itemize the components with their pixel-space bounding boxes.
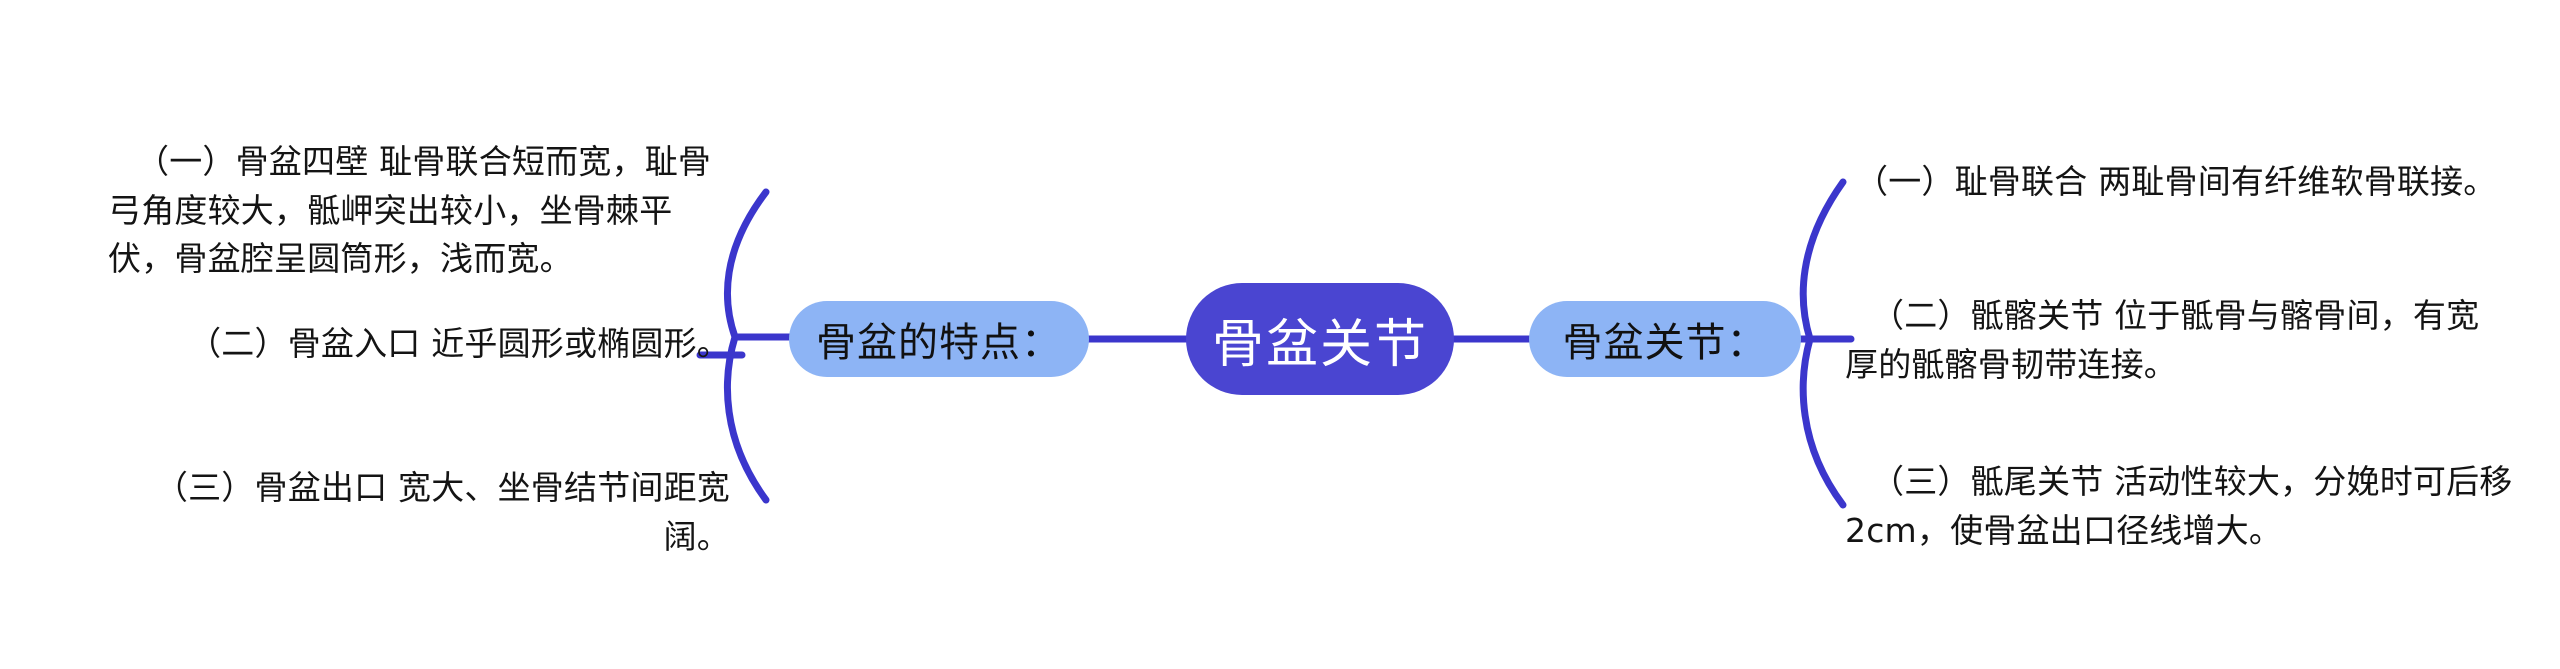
leaf-left-1: （一）骨盆四壁 耻骨联合短而宽，耻骨弓角度较大，骶岬突出较小，坐骨棘平伏，骨盆腔…: [108, 142, 712, 278]
branch-node-right[interactable]: 骨盆关节：: [1529, 301, 1801, 377]
leaf-right-1: （一）耻骨联合 两耻骨间有纤维软骨联接。: [1855, 162, 2497, 201]
right-bracket-curve: [1799, 178, 1847, 509]
leaf-right-2: （二）骶髂关节 位于骶骨与髂骨间，有宽厚的骶髂骨韧带连接。: [1845, 296, 2480, 384]
root-node-label: 骨盆关节: [1211, 314, 1428, 375]
left-bracket-curve: [723, 188, 770, 504]
leaf-right-3: （三）骶尾关节 活动性较大，分娩时可后移2cm，使骨盆出口径线增大。: [1845, 462, 2513, 550]
branch-node-right-label: 骨盆关节：: [1562, 320, 1768, 366]
leaf-left-3: （三）骨盆出口 宽大、坐骨结节间距宽阔。: [154, 468, 730, 556]
root-node[interactable]: 骨盆关节: [1186, 283, 1454, 395]
branch-node-left-label: 骨盆的特点：: [816, 320, 1062, 366]
leaf-left-2: （二）骨盆入口 近乎圆形或椭圆形。: [188, 324, 730, 363]
branch-node-left[interactable]: 骨盆的特点：: [789, 301, 1089, 377]
